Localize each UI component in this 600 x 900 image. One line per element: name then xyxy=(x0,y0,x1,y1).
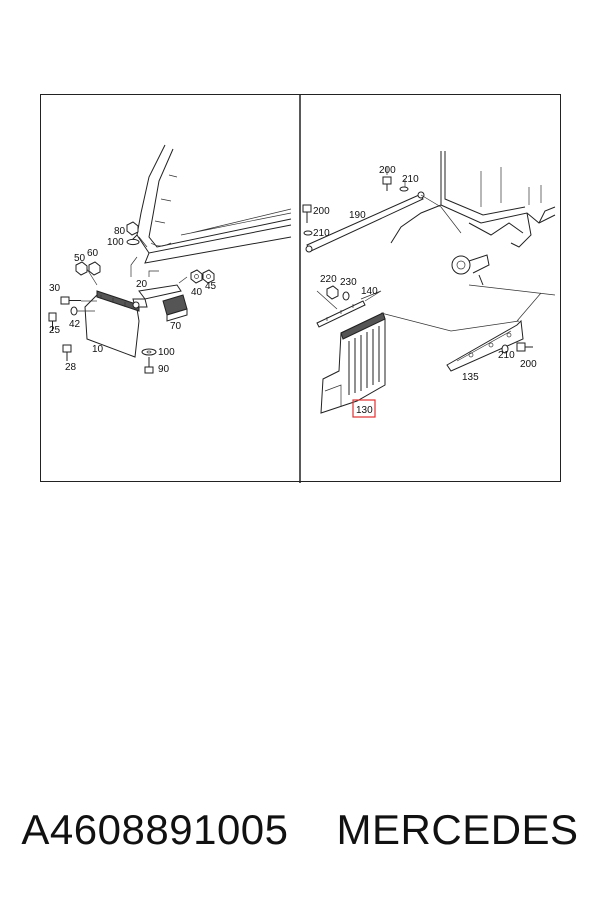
callout-80: 80 xyxy=(114,226,126,237)
callout-10: 10 xyxy=(92,344,104,355)
left-bolt-28 xyxy=(62,344,72,361)
callout-130: 130 xyxy=(356,405,373,416)
right-bolt-200-top xyxy=(382,176,392,191)
callout-140: 140 xyxy=(361,286,378,297)
right-washer-210-top xyxy=(399,186,409,192)
callout-20: 20 xyxy=(136,279,148,290)
callout-230: 230 xyxy=(340,277,357,288)
vehicle-rear-body xyxy=(390,151,556,248)
right-washer-210-left xyxy=(303,230,313,236)
parts-diagram-drawing: 80 100 50 60 20 40 45 30 42 70 25 10 100… xyxy=(48,95,556,483)
callout-200-bracket: 200 xyxy=(520,359,537,370)
stay-rod-190 xyxy=(305,191,462,253)
left-washer-100 xyxy=(141,348,157,356)
left-panel: 80 100 50 60 20 40 45 30 42 70 25 10 100… xyxy=(48,144,292,375)
callout-25: 25 xyxy=(49,325,61,336)
callout-40: 40 xyxy=(191,287,203,298)
callout-45: 45 xyxy=(205,281,217,292)
left-bolt-90 xyxy=(144,357,154,374)
left-bolt-30 xyxy=(60,296,81,305)
callout-200-top: 200 xyxy=(379,165,396,176)
right-washer-210-bracket xyxy=(501,344,509,354)
left-washer-42 xyxy=(70,306,78,316)
callout-42: 42 xyxy=(69,319,81,330)
callout-130-highlight[interactable]: 130 xyxy=(352,399,376,418)
callout-60: 60 xyxy=(87,248,99,259)
callout-135: 135 xyxy=(462,372,479,383)
left-leader-lines xyxy=(77,236,188,312)
callout-100-bottom: 100 xyxy=(158,347,175,358)
callout-210-left: 210 xyxy=(313,228,330,239)
left-nuts-50-60 xyxy=(75,261,101,276)
left-mud-flap xyxy=(84,290,140,358)
brand-name: MERCEDES xyxy=(336,806,579,853)
rear-bracket-135 xyxy=(446,319,524,372)
right-bolt-200-left xyxy=(302,204,312,223)
rear-mud-flap xyxy=(320,312,386,414)
callout-50: 50 xyxy=(74,253,86,264)
clamp-strip-140 xyxy=(316,300,366,328)
right-panel: 200 210 200 190 210 220 230 140 210 200 … xyxy=(302,151,556,418)
product-caption: A4608891005 MERCEDES xyxy=(0,800,600,860)
callout-100-top: 100 xyxy=(107,237,124,248)
callout-90: 90 xyxy=(158,364,170,375)
callout-220: 220 xyxy=(320,274,337,285)
part-number: A4608891005 xyxy=(21,806,289,853)
callout-70: 70 xyxy=(170,321,182,332)
left-bolt-25 xyxy=(48,312,57,331)
callout-28: 28 xyxy=(65,362,77,373)
callout-30: 30 xyxy=(49,283,61,294)
callout-210-bracket: 210 xyxy=(498,350,515,361)
callout-190: 190 xyxy=(349,210,366,221)
left-nuts xyxy=(190,269,215,284)
left-nut-80 xyxy=(126,221,139,236)
rocker-panel xyxy=(128,144,292,264)
right-nut-220 xyxy=(326,285,339,300)
parts-diagram: 80 100 50 60 20 40 45 30 42 70 25 10 100… xyxy=(40,94,561,483)
right-leader-lines xyxy=(316,167,556,332)
left-washer-100-top xyxy=(126,238,140,246)
callout-210-top: 210 xyxy=(402,174,419,185)
rear-hitch xyxy=(451,254,490,286)
callout-200-left: 200 xyxy=(313,206,330,217)
left-bracket xyxy=(132,284,182,309)
highlight-box xyxy=(352,399,376,418)
right-bolt-200-bracket xyxy=(516,342,533,352)
left-rubber-block xyxy=(162,294,188,322)
right-washer-230 xyxy=(342,291,350,301)
